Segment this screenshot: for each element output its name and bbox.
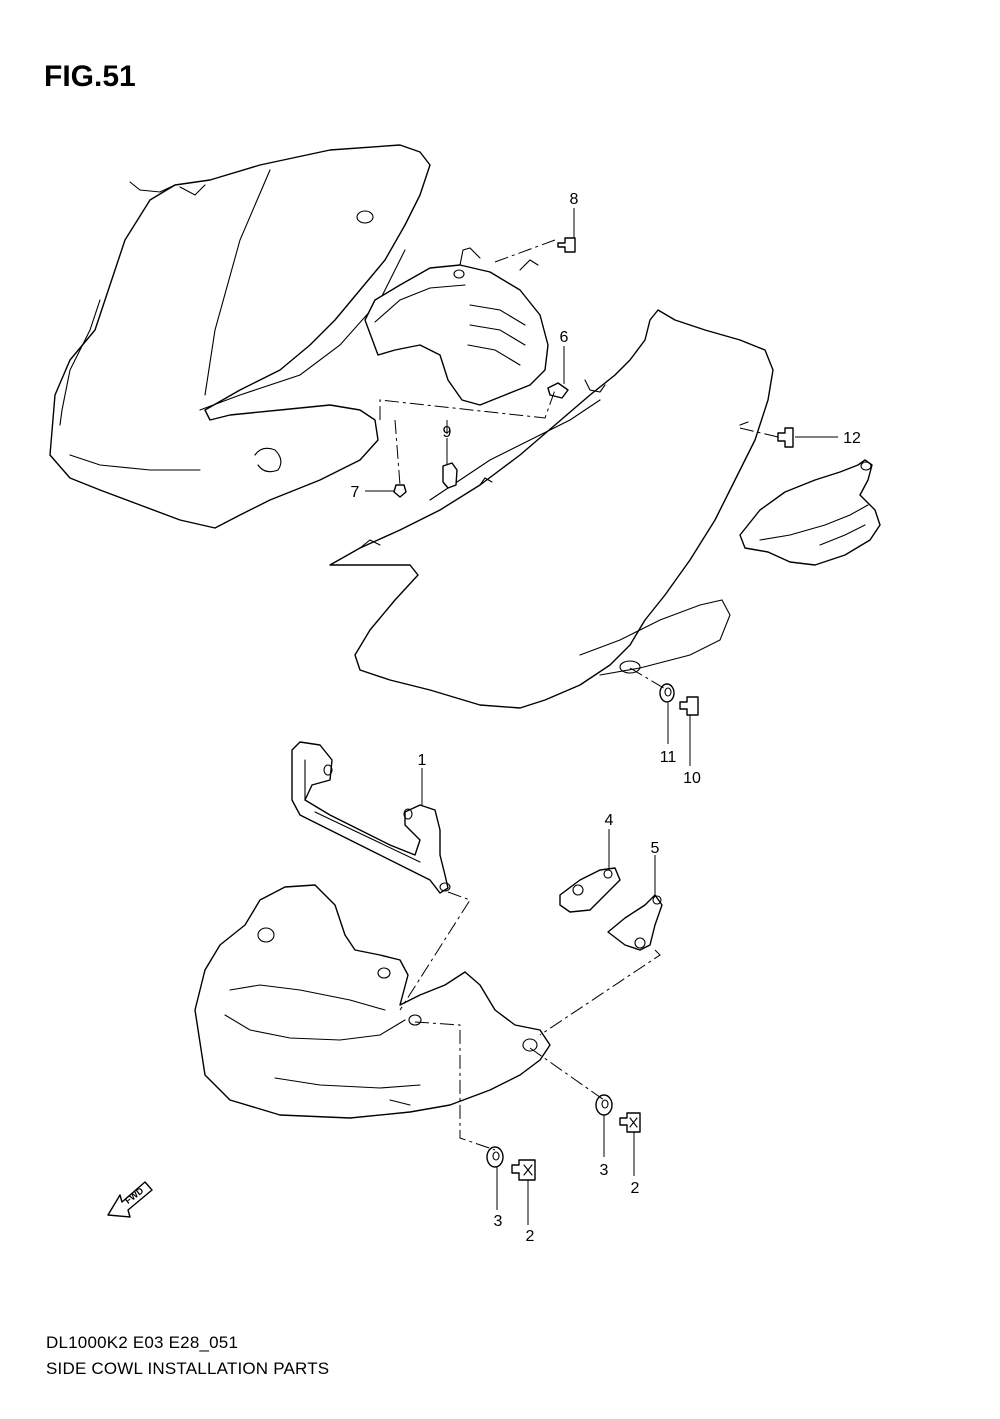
callout-10: 10	[683, 770, 701, 787]
screw-2b	[511, 1159, 536, 1181]
mounting-bracket	[291, 741, 451, 894]
callout-7: 7	[351, 484, 360, 501]
callout-1: 1	[418, 752, 427, 769]
callout-12: 12	[843, 430, 861, 447]
callout-9: 9	[443, 424, 452, 441]
lower-under-cowl	[194, 884, 551, 1119]
screw-2a	[619, 1112, 641, 1133]
callout-leaders	[365, 208, 838, 1225]
grommet-3b	[486, 1146, 504, 1168]
clip-nut-6	[547, 382, 569, 399]
screw-8	[557, 237, 576, 253]
inner-cowl-bracket	[364, 247, 549, 406]
screw-7	[393, 484, 407, 498]
flat-bracket	[607, 894, 663, 951]
callout-2b: 2	[526, 1228, 535, 1245]
upper-side-cowl	[49, 144, 431, 529]
forward-direction-arrow: FWD	[107, 1181, 153, 1218]
callout-8: 8	[570, 191, 579, 208]
figure-title: FIG.51	[44, 60, 136, 93]
callout-3b: 3	[494, 1213, 503, 1230]
callout-4: 4	[605, 812, 614, 829]
clip-9	[442, 462, 458, 489]
screw-10	[679, 696, 699, 716]
callout-6: 6	[560, 329, 569, 346]
grommet-11	[659, 683, 675, 703]
grommet-3a	[595, 1094, 613, 1116]
callout-2a: 2	[631, 1180, 640, 1197]
small-bracket	[559, 867, 621, 913]
callout-3a: 3	[600, 1162, 609, 1179]
diagram-code: DL1000K2 E03 E28_051	[46, 1333, 239, 1352]
small-air-duct	[739, 459, 881, 566]
side-cowl-panel	[329, 309, 774, 709]
diagram-description: SIDE COWL INSTALLATION PARTS	[46, 1359, 330, 1378]
screw-12	[777, 427, 794, 448]
callout-11: 11	[660, 749, 677, 766]
callout-5: 5	[651, 840, 660, 857]
assembly-lines	[379, 239, 779, 1151]
